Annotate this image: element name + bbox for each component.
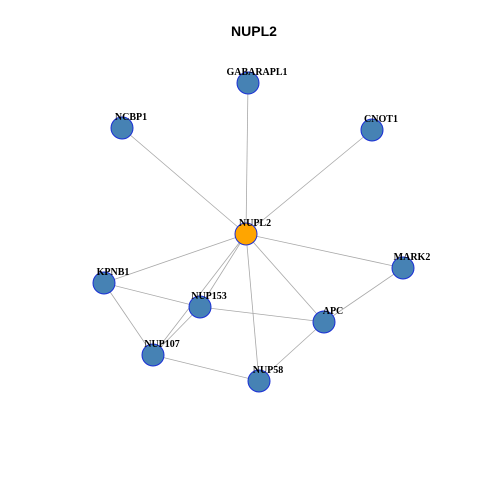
node-gabarapl1: GABARAPL1 [226,67,288,95]
node-nup153: NUP153 [188,291,227,319]
edge-kpnb1-nup107 [103,282,154,356]
node-circle-nup153 [188,295,212,319]
edge-nupl2-nup153 [199,233,247,308]
node-mark2: MARK2 [391,252,431,280]
edge-nupl2-nup107 [152,233,247,356]
node-circle-apc [312,310,336,334]
node-label-nup107: NUP107 [144,339,180,350]
diagram-title: NUPL2 [231,23,277,39]
node-label-mark2: MARK2 [394,252,431,263]
edge-nup153-apc [199,306,325,323]
edge-nupl2-ncbp1 [121,127,247,235]
edge-nupl2-gabarapl1 [245,82,249,235]
node-circle-mark2 [391,256,415,280]
node-nupl2: NUPL2 [234,218,271,246]
edge-nupl2-mark2 [245,233,404,269]
node-nup107: NUP107 [141,339,180,367]
node-circle-ncbp1 [110,116,134,140]
edge-nupl2-nup58 [245,233,260,382]
edge-nup107-nup58 [152,354,260,382]
node-label-gabarapl1: GABARAPL1 [226,67,287,78]
edge-apc-nup58 [258,321,325,382]
node-circle-nupl2 [234,222,258,246]
node-label-ncbp1: NCBP1 [115,112,147,123]
node-kpnb1: KPNB1 [92,267,130,295]
edge-nupl2-kpnb1 [103,233,247,284]
node-ncbp1: NCBP1 [110,112,147,140]
node-label-apc: APC [323,306,344,317]
node-cnot1: CNOT1 [360,114,398,142]
node-label-cnot1: CNOT1 [364,114,398,125]
node-circle-cnot1 [360,118,384,142]
node-apc: APC [312,306,344,334]
node-label-nupl2: NUPL2 [239,218,271,229]
node-circle-nup107 [141,343,165,367]
edge-nupl2-apc [245,233,325,323]
node-label-nup58: NUP58 [253,365,284,376]
node-label-nup153: NUP153 [191,291,227,302]
edge-nupl2-cnot1 [245,129,373,235]
node-circle-kpnb1 [92,271,116,295]
edge-kpnb1-nup153 [103,282,201,308]
node-circle-gabarapl1 [236,71,260,95]
edge-mark2-apc [323,267,404,323]
node-circle-nup58 [247,369,271,393]
node-nup58: NUP58 [247,365,284,393]
node-label-kpnb1: KPNB1 [97,267,130,278]
